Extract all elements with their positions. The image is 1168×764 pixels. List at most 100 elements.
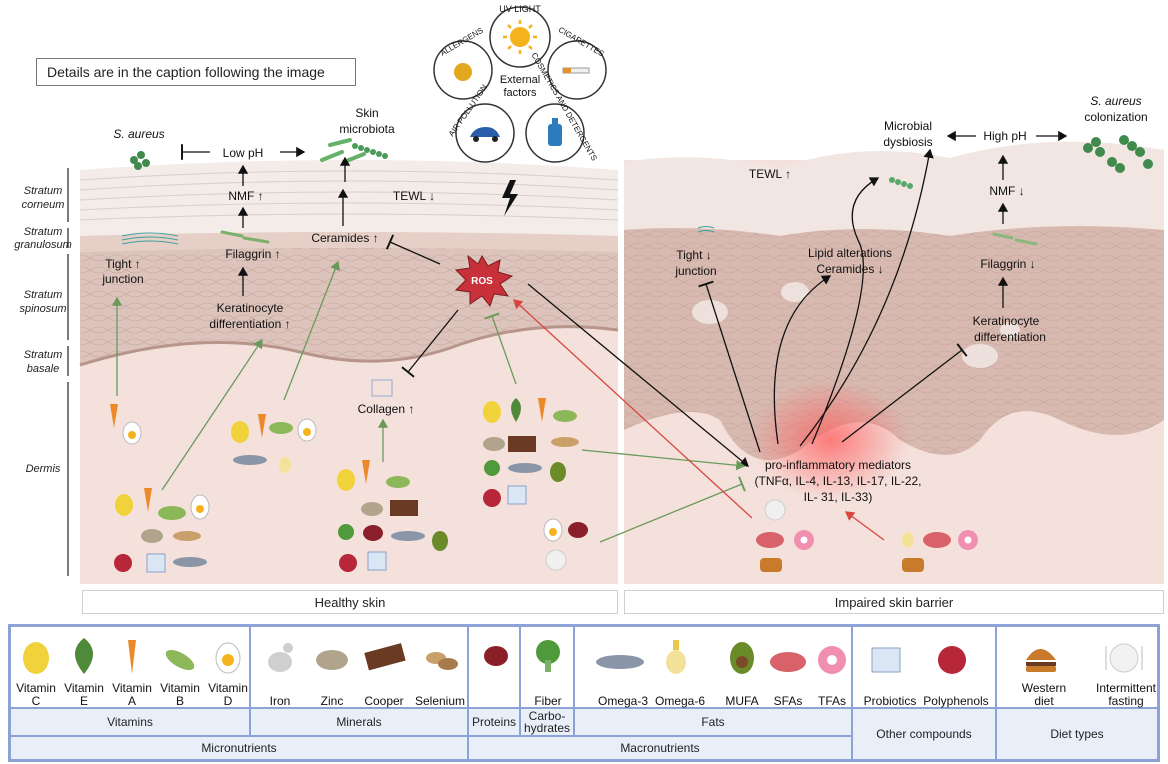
impaired-microbial-dysbiosis-2: dysbiosis [883, 135, 932, 149]
carbs-line-2: hydrates [523, 721, 571, 735]
vitamin-a-line-1: Vitamin [112, 681, 152, 695]
yogurt-icon [146, 553, 166, 573]
western-line-1: Western [1021, 681, 1067, 695]
legend-polyphenols: Polyphenols [922, 632, 990, 708]
chicken-icon [268, 643, 293, 672]
burger-icon [1026, 649, 1056, 672]
label-stratum-granulosum-2: granulosum [14, 239, 71, 251]
fasting-line-1: Intermittent [1095, 681, 1157, 695]
legend-selenium: Selenium [414, 632, 466, 708]
legend-fats-items [574, 626, 852, 708]
legend-probiotics: Probiotics [858, 632, 922, 708]
inflammation-glow [750, 380, 910, 500]
healthy-skin-panel [79, 160, 619, 584]
legend-proteins [470, 632, 522, 708]
legend-minerals-items [250, 626, 468, 708]
nuts-icon [426, 652, 458, 670]
selenium-label: Selenium [414, 694, 466, 708]
pomegranate-icon [938, 646, 966, 674]
legend-group-diet-types: Diet types [996, 708, 1158, 760]
legend-zinc: Zinc [306, 632, 358, 708]
impaired-lipid-1: Lipid alterations [808, 246, 892, 260]
legend-sfas: SFAs [762, 632, 814, 708]
donut-icon [818, 646, 846, 674]
legend-group-other: Other compounds [852, 708, 996, 760]
vitamin-b-line-2: B [175, 694, 184, 708]
empty-plate-icon [1105, 643, 1143, 673]
label-stratum-corneum-1: Stratum [24, 185, 63, 197]
healthy-keratinocyte-1: Keratinocyte [217, 301, 284, 315]
detergent-bottle-icon [548, 124, 562, 146]
vitamin-c-line-2: C [31, 694, 41, 708]
impaired-skin-panel [624, 141, 1164, 584]
healthy-nmf: NMF ↑ [228, 189, 263, 203]
fish-icon [596, 655, 644, 669]
impaired-skin-label: Impaired skin barrier [624, 590, 1164, 614]
impaired-tewl: TEWL ↑ [749, 167, 791, 181]
pea-pod-icon [165, 649, 195, 671]
pollen-icon [454, 63, 472, 81]
oil-bottle-icon [666, 640, 686, 674]
peanut-icon [173, 531, 201, 541]
impaired-s-aureus-1: S. aureus [1090, 94, 1141, 108]
healthy-s-aureus: S. aureus [113, 127, 164, 141]
healthy-ceramides: Ceramides ↑ [311, 231, 378, 245]
pea-pod-icon [158, 506, 186, 520]
legend-carbs-items [520, 626, 574, 708]
fish-icon [173, 557, 207, 567]
legend-other-items [852, 626, 996, 708]
yogurt-icon [871, 647, 901, 673]
legend-iron: Iron [254, 632, 306, 708]
legend-group-fats: Fats [574, 708, 852, 736]
collagen-icon [371, 379, 393, 397]
legend-tfas: TFAs [806, 632, 858, 708]
zinc-label: Zinc [320, 694, 344, 708]
uv-light-label: UV LIGHT [499, 4, 541, 14]
label-stratum-spinosum-1: Stratum [24, 289, 63, 301]
ros-label: ROS [471, 276, 493, 287]
label-stratum-basale-2: basale [27, 363, 59, 375]
iron-label: Iron [269, 694, 291, 708]
car-icon [470, 127, 500, 137]
label-stratum-corneum-2: corneum [22, 199, 65, 211]
healthy-tewl: TEWL ↓ [393, 189, 435, 203]
external-factors-label-1: External [500, 74, 540, 86]
legend-group-micronutrients: Micronutrients [10, 736, 468, 760]
carbs-line-1: Carbo- [528, 709, 566, 723]
impaired-keratinocyte-1: Keratinocyte [973, 314, 1040, 328]
impaired-tight-junction-1: Tight ↓ [676, 248, 712, 262]
legend-group-carbs: Carbo- hydrates [520, 708, 574, 736]
label-stratum-basale-1: Stratum [24, 349, 63, 361]
external-factors-label-2: factors [503, 87, 537, 99]
mufa-label: MUFA [725, 694, 759, 708]
impaired-food-icons [756, 499, 978, 572]
vitamin-a-line-2: A [127, 694, 136, 708]
healthy-microbes [121, 138, 393, 397]
impaired-filaggrin: Filaggrin ↓ [980, 257, 1035, 271]
omega-6-label: Omega-6 [654, 694, 706, 708]
steak-icon [770, 652, 806, 672]
impaired-microbes [697, 135, 1153, 246]
ros-starburst: ROS [454, 254, 514, 308]
tfas-label: TFAs [817, 694, 846, 708]
polyphenols-label: Polyphenols [923, 694, 989, 708]
legend-group-minerals: Minerals [250, 708, 468, 736]
mediators-line-2: (TNFα, IL-4, IL-13, IL-17, IL-22, [755, 474, 922, 488]
lightning-icon [502, 180, 518, 216]
vitamin-d-line-1: Vitamin [208, 681, 248, 695]
label-stratum-spinosum-2: spinosum [19, 303, 66, 315]
legend-omega-3: Omega-3 [588, 632, 658, 708]
vitamin-d-line-2: D [223, 694, 233, 708]
vitamin-b-line-1: Vitamin [160, 681, 200, 695]
healthy-tight-junction-2: junction [101, 272, 143, 286]
probiotics-label: Probiotics [863, 694, 917, 708]
label-dermis: Dermis [26, 463, 61, 475]
healthy-collagen: Collagen ↑ [358, 402, 415, 416]
healthy-skin-microbiota-2: microbiota [339, 122, 395, 136]
